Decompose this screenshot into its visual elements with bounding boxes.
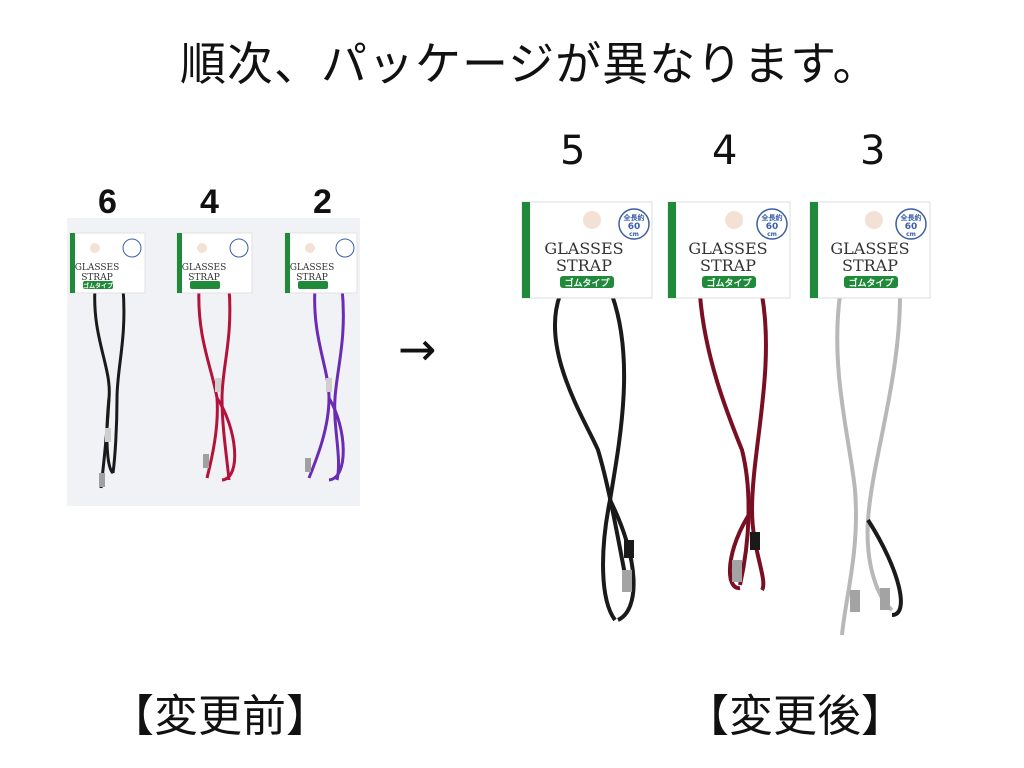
svg-text:STRAP: STRAP (700, 256, 756, 275)
before-number-1: 6 (98, 183, 117, 221)
svg-text:GLASSES: GLASSES (182, 263, 227, 273)
after-card-title1: GLASSES (544, 239, 623, 258)
svg-text:GLASSES: GLASSES (830, 239, 909, 258)
before-number-3: 2 (313, 183, 332, 221)
after-number-2: 4 (712, 128, 738, 174)
before-card-tag: ゴムタイプ (83, 282, 114, 290)
before-caption: 【変更前】 (110, 691, 330, 742)
before-product-photo: GLASSES STRAP ゴムタイプ GLASSES STRAP (67, 218, 360, 506)
svg-text:STRAP: STRAP (842, 256, 898, 275)
before-card-stripe (70, 233, 75, 293)
svg-text:ゴムタイプ: ゴムタイプ (848, 277, 894, 289)
after-caption: 【変更後】 (685, 691, 905, 742)
svg-text:全長約: 全長約 (761, 213, 783, 222)
svg-text:cm: cm (767, 231, 777, 238)
before-product-red: GLASSES STRAP (176, 232, 253, 482)
after-card-length-value: 60 (628, 222, 641, 232)
before-product-purple: GLASSES STRAP (284, 232, 358, 482)
svg-text:全長約: 全長約 (900, 213, 922, 222)
svg-text:STRAP: STRAP (188, 273, 220, 283)
change-arrow: → (398, 322, 437, 376)
svg-text:ゴムタイプ: ゴムタイプ (706, 277, 752, 289)
after-card-tag: ゴムタイプ (564, 277, 610, 289)
headline: 順次、パッケージが異なります。 (180, 37, 880, 91)
before-number-2: 4 (200, 183, 219, 221)
svg-text:cm: cm (906, 231, 916, 238)
after-product-photo: 全長約 60 cm GLASSES STRAP ゴムタイプ 全長約 60 cm … (500, 190, 960, 660)
after-product-black: 全長約 60 cm GLASSES STRAP ゴムタイプ (521, 201, 653, 622)
after-card-title2: STRAP (556, 256, 612, 275)
after-card-length-unit: cm (629, 231, 639, 238)
svg-text:60: 60 (905, 222, 918, 232)
after-product-gray: 全長約 60 cm GLASSES STRAP ゴムタイプ (809, 201, 931, 636)
after-number-1: 5 (560, 128, 586, 174)
after-card-length-top: 全長約 (623, 213, 645, 222)
before-product-black: GLASSES STRAP ゴムタイプ (69, 232, 146, 489)
after-product-burgundy: 全長約 60 cm GLASSES STRAP ゴムタイプ (667, 201, 791, 592)
svg-text:GLASSES: GLASSES (688, 239, 767, 258)
after-number-3: 3 (860, 128, 886, 174)
before-products-svg: GLASSES STRAP ゴムタイプ GLASSES STRAP (69, 232, 358, 489)
svg-text:STRAP: STRAP (296, 273, 328, 283)
after-products-svg: 全長約 60 cm GLASSES STRAP ゴムタイプ 全長約 60 cm … (521, 201, 931, 636)
svg-text:60: 60 (766, 222, 779, 232)
svg-text:GLASSES: GLASSES (290, 263, 335, 273)
before-card-title1: GLASSES (75, 263, 120, 273)
before-card-title2: STRAP (81, 273, 113, 283)
